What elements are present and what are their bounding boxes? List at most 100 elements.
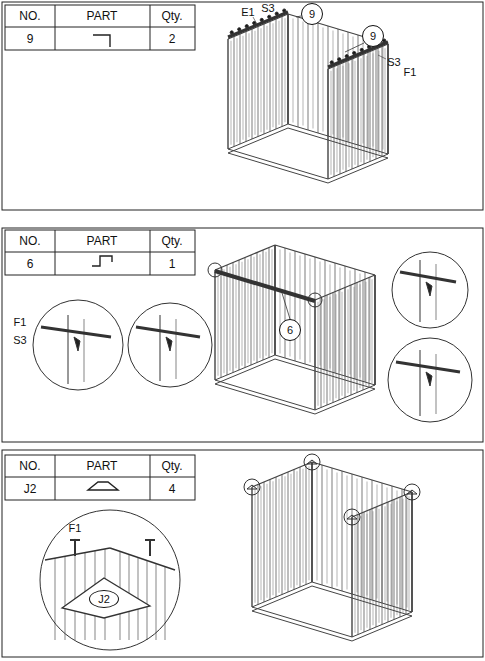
wall-rib [333,31,334,135]
wall-rib [55,558,56,640]
wall-rib [345,288,346,398]
wall-rib [387,488,388,602]
screw [339,59,340,63]
fastener-code: S3 [13,334,26,346]
zoom-marker [304,454,320,470]
wall-rib [231,41,232,145]
wall-rib [291,474,292,588]
table-header: PART [87,235,118,247]
wall-rib [333,293,334,403]
wall-top [228,14,288,39]
wall-rib [388,502,389,622]
wall-rib [327,295,328,405]
wall-rib [360,284,361,388]
wall-rib [372,480,373,600]
wall-rib [378,41,379,151]
wall-rib [246,32,247,142]
wall-rib [269,248,270,358]
wall-rib [337,68,338,172]
detail-circle [388,338,472,422]
detail-circle [33,300,123,390]
table-rule [55,455,56,500]
wall-rib [325,260,326,370]
wall-rib [306,465,307,585]
wall-rib [351,517,352,637]
part-number: 6 [27,258,34,270]
leader-line [282,293,290,319]
wall-rib [294,470,295,590]
wall-top [315,275,375,300]
wall-post [420,350,421,416]
screw [369,47,370,51]
wall-rib [218,272,219,376]
wall-rib [340,64,341,174]
zoom-marker [244,479,260,495]
part-callout-oval: J2 [89,590,119,608]
wall-rib [147,561,148,640]
wall-rib [272,249,273,353]
table-rule [150,5,151,50]
wall-rib [355,61,356,165]
base-frame [228,128,388,183]
wall-rib [279,21,280,125]
wall-rib [363,280,364,390]
base-frame [215,359,375,414]
table-header: PART [87,460,118,472]
fastener-code: S3 [387,56,400,68]
channel-bar [215,271,315,301]
wall-rib [273,23,274,127]
screw [239,29,240,33]
screw [231,32,232,36]
table-rule [55,230,56,275]
screw [426,372,432,386]
wall-rib [382,47,383,157]
wall-rib [385,48,386,152]
wall-rib [370,510,371,630]
screw [384,41,385,45]
wall-rib [337,473,338,587]
table-rule [5,252,195,253]
screw [361,50,362,54]
wall-rib [274,245,275,355]
table-rule [150,455,151,500]
corner-plate [407,490,417,494]
wall-top [328,44,388,69]
wall-rib [237,38,238,142]
wall-rib [280,250,281,354]
wall-rib [249,33,250,137]
table-header: Qty. [161,10,182,22]
screw [346,56,347,60]
wall-rib [327,69,328,179]
table-header: NO. [19,10,40,22]
wall-rib [346,62,347,172]
wall-rib [214,270,215,380]
wall-rib [255,489,256,603]
wall-rib [75,554,76,640]
leader-line [345,43,364,52]
screw [331,62,332,66]
part-number: J2 [24,483,37,495]
screw [246,26,247,30]
callout-number: 6 [279,319,301,341]
wall-rib [273,481,274,595]
wall-rib [276,477,277,597]
wall-rib [348,289,349,393]
wall-rib [436,264,437,320]
base-frame [215,355,375,410]
zoom-marker [308,293,322,307]
table-header: Qty. [161,460,182,472]
wall-rib [245,258,246,368]
wall-rib [314,300,315,410]
channel-bar [136,327,200,337]
wall-rib [251,487,252,607]
screw [284,11,285,15]
wall-rib [323,28,324,132]
wall-rib [317,467,318,581]
wall-rib [233,263,234,373]
detail-circle [128,303,212,387]
screw [354,53,355,57]
wall-rib [330,297,331,401]
wall-rib [279,479,280,593]
wall-rib [263,250,264,360]
table-rule [150,230,151,275]
